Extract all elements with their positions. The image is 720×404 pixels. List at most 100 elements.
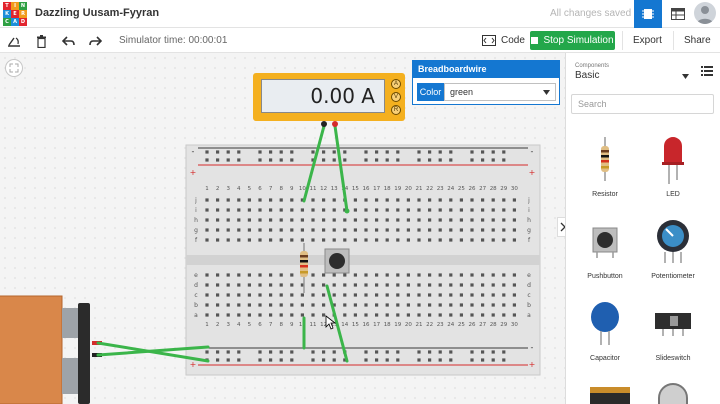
wires[interactable] xyxy=(96,124,349,363)
component-potentiometer[interactable]: Potentiometer xyxy=(638,213,708,288)
component-battery-partial[interactable] xyxy=(590,387,630,404)
battery-pack[interactable] xyxy=(0,295,102,404)
column-number-bottom: 5 xyxy=(248,322,252,328)
component-label: Potentiometer xyxy=(651,273,695,280)
chip-icon xyxy=(642,9,654,19)
column-number-bottom: 13 xyxy=(331,322,338,328)
delete-button[interactable] xyxy=(33,33,49,49)
row-letter: j xyxy=(527,197,530,204)
caret-down-icon xyxy=(543,89,550,95)
column-number-bottom: 19 xyxy=(394,322,401,328)
schematic-view-button[interactable] xyxy=(664,0,692,28)
breadboard-holes[interactable] xyxy=(198,147,528,366)
column-number-top: 17 xyxy=(373,186,380,192)
wire-inspector: Breadboardwire Color green xyxy=(412,60,560,105)
user-icon xyxy=(697,6,713,24)
column-number-bottom: 7 xyxy=(269,322,273,328)
top-bar: T I N K E R C A D Dazzling Uusam-Fyyran … xyxy=(0,0,720,28)
redo-icon xyxy=(88,35,102,46)
undo-icon xyxy=(61,35,75,46)
component-search-input[interactable]: Search xyxy=(571,94,714,114)
export-button[interactable]: Export xyxy=(622,31,672,50)
redo-button[interactable] xyxy=(87,33,103,49)
save-status: All changes saved xyxy=(550,8,632,19)
component-partial[interactable] xyxy=(658,383,688,404)
column-number-top: 12 xyxy=(320,186,327,192)
column-number-top: 5 xyxy=(248,186,252,192)
column-number-bottom: 8 xyxy=(279,322,283,328)
row-letter: j xyxy=(194,197,197,204)
component-pushbutton[interactable]: Pushbutton xyxy=(570,213,640,288)
wire-color-select[interactable]: green xyxy=(444,83,556,101)
column-number-top: 6 xyxy=(258,186,262,192)
column-number-top: 1 xyxy=(205,186,209,192)
row-letter: h xyxy=(527,217,531,224)
column-number-top: 29 xyxy=(500,186,507,192)
code-icon xyxy=(482,35,496,46)
pushbutton-on-board[interactable] xyxy=(324,248,350,274)
share-button[interactable]: Share xyxy=(673,31,720,50)
column-number-top: 15 xyxy=(352,186,359,192)
color-label: Color xyxy=(417,83,444,101)
column-number-top: 26 xyxy=(469,186,476,192)
component-capacitor[interactable]: Capacitor xyxy=(570,295,640,370)
column-number-top: 10 xyxy=(299,186,306,192)
column-number-bottom: 11 xyxy=(310,322,317,328)
row-letter: e xyxy=(194,272,198,279)
mode-voltmeter[interactable]: V xyxy=(391,92,401,102)
mode-ammeter[interactable]: A xyxy=(391,79,401,89)
wire-meter-pos xyxy=(333,124,349,213)
mode-ohmmeter[interactable]: R xyxy=(391,105,401,115)
resistor-on-board[interactable] xyxy=(300,243,308,293)
column-number-bottom: 22 xyxy=(426,322,433,328)
list-view-icon[interactable] xyxy=(701,65,713,77)
circuit-view-button[interactable] xyxy=(634,0,662,28)
component-category-select[interactable]: Basic xyxy=(575,70,689,81)
column-number-bottom: 4 xyxy=(237,322,241,328)
row-letter: f xyxy=(528,237,531,244)
project-title[interactable]: Dazzling Uusam-Fyyran xyxy=(35,7,160,19)
row-letter: d xyxy=(194,282,198,289)
stop-simulation-button[interactable]: Stop Simulation xyxy=(530,31,615,50)
wire-endpoints xyxy=(321,121,350,214)
component-label: Capacitor xyxy=(590,355,620,362)
rail-plus-label: + xyxy=(529,360,536,369)
rotate-button[interactable] xyxy=(6,33,22,49)
column-number-top: 7 xyxy=(269,186,273,192)
column-number-bottom: 2 xyxy=(216,322,220,328)
multimeter-display: 0.00 A xyxy=(261,79,385,113)
component-led[interactable]: LED xyxy=(638,131,708,206)
logo-letter: E xyxy=(11,10,19,18)
row-letter: b xyxy=(194,302,198,309)
component-resistor[interactable]: Resistor xyxy=(570,131,640,206)
column-number-top: 23 xyxy=(437,186,444,192)
row-letter: i xyxy=(195,207,197,214)
zoom-fit-button[interactable] xyxy=(5,59,23,77)
column-number-bottom: 24 xyxy=(447,322,454,328)
wire-battery-neg xyxy=(96,345,210,357)
column-number-top: 3 xyxy=(226,186,230,192)
column-number-bottom: 12 xyxy=(320,322,327,328)
column-number-top: 2 xyxy=(216,186,220,192)
tinkercad-logo[interactable]: T I N K E R C A D xyxy=(3,2,27,26)
undo-button[interactable] xyxy=(60,33,76,49)
user-avatar[interactable] xyxy=(694,2,716,24)
components-caption: Components xyxy=(575,63,610,69)
mouse-cursor-icon xyxy=(325,315,337,330)
column-number-top: 16 xyxy=(363,186,370,192)
rail-minus-label: - xyxy=(531,343,534,352)
simulator-time: Simulator time: 00:00:01 xyxy=(119,35,228,46)
column-number-top: 8 xyxy=(279,186,283,192)
stop-icon xyxy=(531,37,539,44)
trash-icon xyxy=(36,34,46,48)
rail-minus-label: - xyxy=(531,147,534,156)
code-button[interactable]: Code xyxy=(482,32,525,49)
row-letter: e xyxy=(527,272,531,279)
multimeter[interactable]: 0.00 A A V R xyxy=(253,73,405,121)
component-slideswitch[interactable]: Slideswitch xyxy=(638,295,708,370)
logo-letter: R xyxy=(19,10,27,18)
column-number-top: 25 xyxy=(458,186,465,192)
